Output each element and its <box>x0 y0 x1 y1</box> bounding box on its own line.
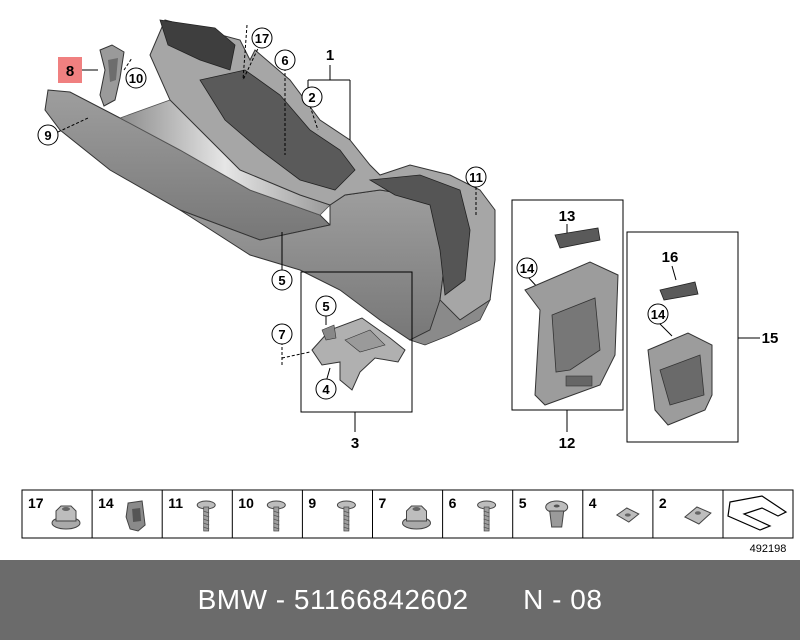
svg-text:5: 5 <box>278 273 285 288</box>
parts-strip-cell: 17 <box>28 495 81 530</box>
selector-lever-trim <box>99 44 125 107</box>
direction-arrow-icon <box>727 495 788 531</box>
callout-4: 4 <box>315 378 337 400</box>
air-vent-trim <box>647 281 713 426</box>
parts-strip-number: 14 <box>98 495 114 511</box>
callout-3: 3 <box>351 435 359 452</box>
flange-screw-icon <box>196 500 216 532</box>
highlight-box <box>58 57 82 83</box>
parts-strip-number: 7 <box>379 495 387 511</box>
part-number: 51166842602 <box>293 584 469 615</box>
pan-head-screw-icon <box>336 500 356 532</box>
svg-text:17: 17 <box>255 31 269 46</box>
parts-strip-cell: 10 <box>231 490 286 538</box>
console-cavity <box>199 69 356 191</box>
svg-text:10: 10 <box>129 71 143 86</box>
svg-text:4: 4 <box>322 382 330 397</box>
console-cavity-rear <box>368 174 471 296</box>
separator: - <box>275 584 294 615</box>
callout-15: 15 <box>762 330 779 347</box>
leader-lines <box>57 24 760 443</box>
svg-text:3: 3 <box>351 435 359 452</box>
svg-text:11: 11 <box>469 170 483 185</box>
bolt-icon <box>477 500 497 532</box>
parts-strip-cell: 14 <box>91 490 146 538</box>
callout-14-vent: 14 <box>647 303 669 325</box>
svg-text:15: 15 <box>762 330 779 347</box>
footer-bar: BMW - 51166842602 N - 08 <box>0 560 800 640</box>
parts-strip-number: 5 <box>519 495 527 511</box>
parts-strip-number: 10 <box>238 495 254 511</box>
callout-1: 1 <box>326 47 334 64</box>
svg-text:1: 1 <box>326 47 334 64</box>
parts-strip-number: 17 <box>28 495 44 511</box>
parts-strip-cell: 7 <box>372 490 431 538</box>
flange-nut-icon <box>51 505 81 530</box>
bracket-assembly <box>311 317 406 391</box>
callout-14-frame: 14 <box>516 257 538 279</box>
parts-strip-cell: 11 <box>161 490 216 538</box>
parts-strip-cell: 4 <box>582 490 640 538</box>
svg-text:14: 14 <box>520 261 535 276</box>
svg-text:9: 9 <box>44 128 51 143</box>
footer-caption: BMW - 51166842602 N - 08 <box>198 584 603 616</box>
svg-text:14: 14 <box>651 307 666 322</box>
svg-text:16: 16 <box>662 249 679 266</box>
parts-strip-cell: 5 <box>512 490 569 538</box>
parts-strip-number: 9 <box>308 495 316 511</box>
clip-nut-icon <box>683 506 712 525</box>
parts-strip-number: 11 <box>168 495 183 511</box>
hex-nut-icon <box>402 505 431 530</box>
callout-17: 17 <box>251 27 273 49</box>
rear-panel-trim-frame <box>524 227 619 406</box>
svg-text:8: 8 <box>66 63 74 80</box>
svg-text:7: 7 <box>278 327 285 342</box>
square-nut-icon <box>615 507 640 523</box>
parts-strip-number: 6 <box>449 495 457 511</box>
callout-5: 5 <box>271 269 293 291</box>
callout-10: 10 <box>125 67 147 89</box>
document-number: 492198 <box>750 543 787 555</box>
callout-11: 11 <box>465 166 487 188</box>
svg-text:5: 5 <box>322 299 329 314</box>
self-tapping-screw-icon <box>266 500 286 532</box>
callout-5-box: 5 <box>315 295 337 317</box>
parts-strip-cell: 2 <box>652 490 712 538</box>
callout-13: 13 <box>559 208 576 225</box>
expanding-rivet-icon <box>545 500 569 528</box>
callout-9: 9 <box>37 124 59 146</box>
console-end-cap <box>408 298 492 346</box>
parts-diagram: 17 6 1 2 8 10 9 11 5 5 7 4 3 <box>21 19 794 555</box>
svg-text:13: 13 <box>559 208 576 225</box>
brand-name: BMW <box>197 584 268 615</box>
parts-strip: 17 14 11 10 9 7 6 5 4 2 <box>21 489 794 539</box>
parts-strip-cell: 9 <box>301 490 356 538</box>
center-console-assembly <box>44 19 496 346</box>
callout-12: 12 <box>559 435 576 452</box>
callout-2: 2 <box>301 86 323 108</box>
parts-strip-number: 2 <box>659 495 667 511</box>
svg-text:6: 6 <box>281 53 288 68</box>
parts-strip-cell: 6 <box>442 490 497 538</box>
svg-text:2: 2 <box>308 90 315 105</box>
svg-text:12: 12 <box>559 435 576 452</box>
spring-clip-icon <box>125 500 146 532</box>
callout-16: 16 <box>662 249 679 266</box>
position-code: N - 08 <box>523 584 603 615</box>
callout-6: 6 <box>274 49 296 71</box>
console-top-grille <box>159 19 236 71</box>
callout-7: 7 <box>271 323 293 345</box>
parts-strip-number: 4 <box>589 495 597 511</box>
callout-8: 8 <box>58 57 82 83</box>
